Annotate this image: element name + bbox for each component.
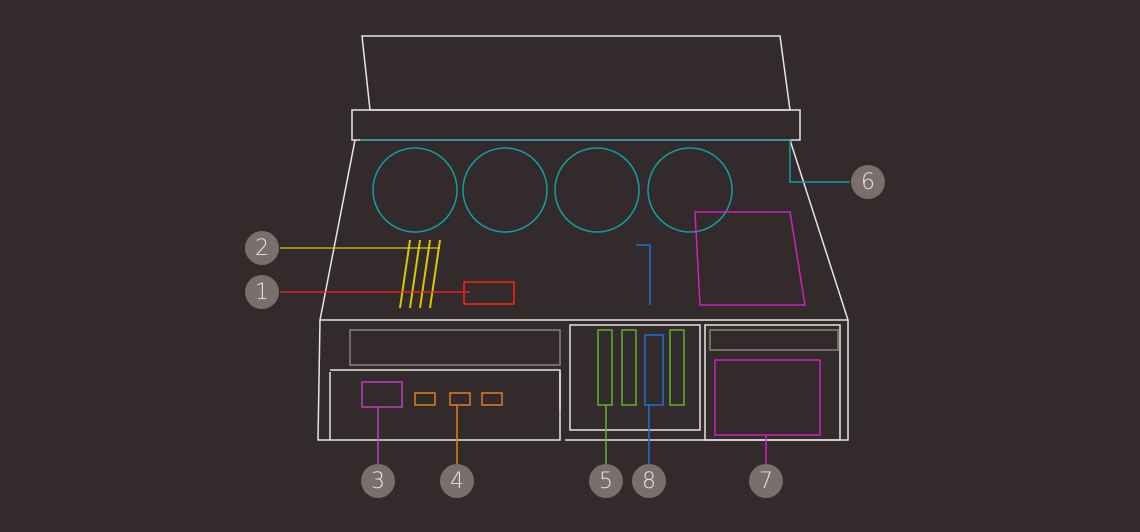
fan-4 [647, 147, 733, 233]
callout-4: 4 [440, 464, 474, 498]
ssd [280, 281, 515, 305]
io-ports [361, 381, 403, 464]
callout-5: 5 [589, 464, 623, 498]
fan-3 [554, 147, 640, 233]
fans [360, 139, 850, 233]
callout-3: 3 [361, 464, 395, 498]
psu [694, 211, 821, 464]
callout-1: 1 [245, 275, 279, 309]
callout-7: 7 [749, 464, 783, 498]
fan-2 [462, 147, 548, 233]
callout-6: 6 [851, 165, 885, 199]
network-card [636, 244, 664, 464]
fan-1 [372, 147, 458, 233]
callout-8: 8 [632, 464, 666, 498]
rear-ports [414, 392, 503, 464]
callout-2: 2 [245, 231, 279, 265]
pcie-slots [597, 329, 685, 464]
memory-modules [280, 239, 441, 309]
